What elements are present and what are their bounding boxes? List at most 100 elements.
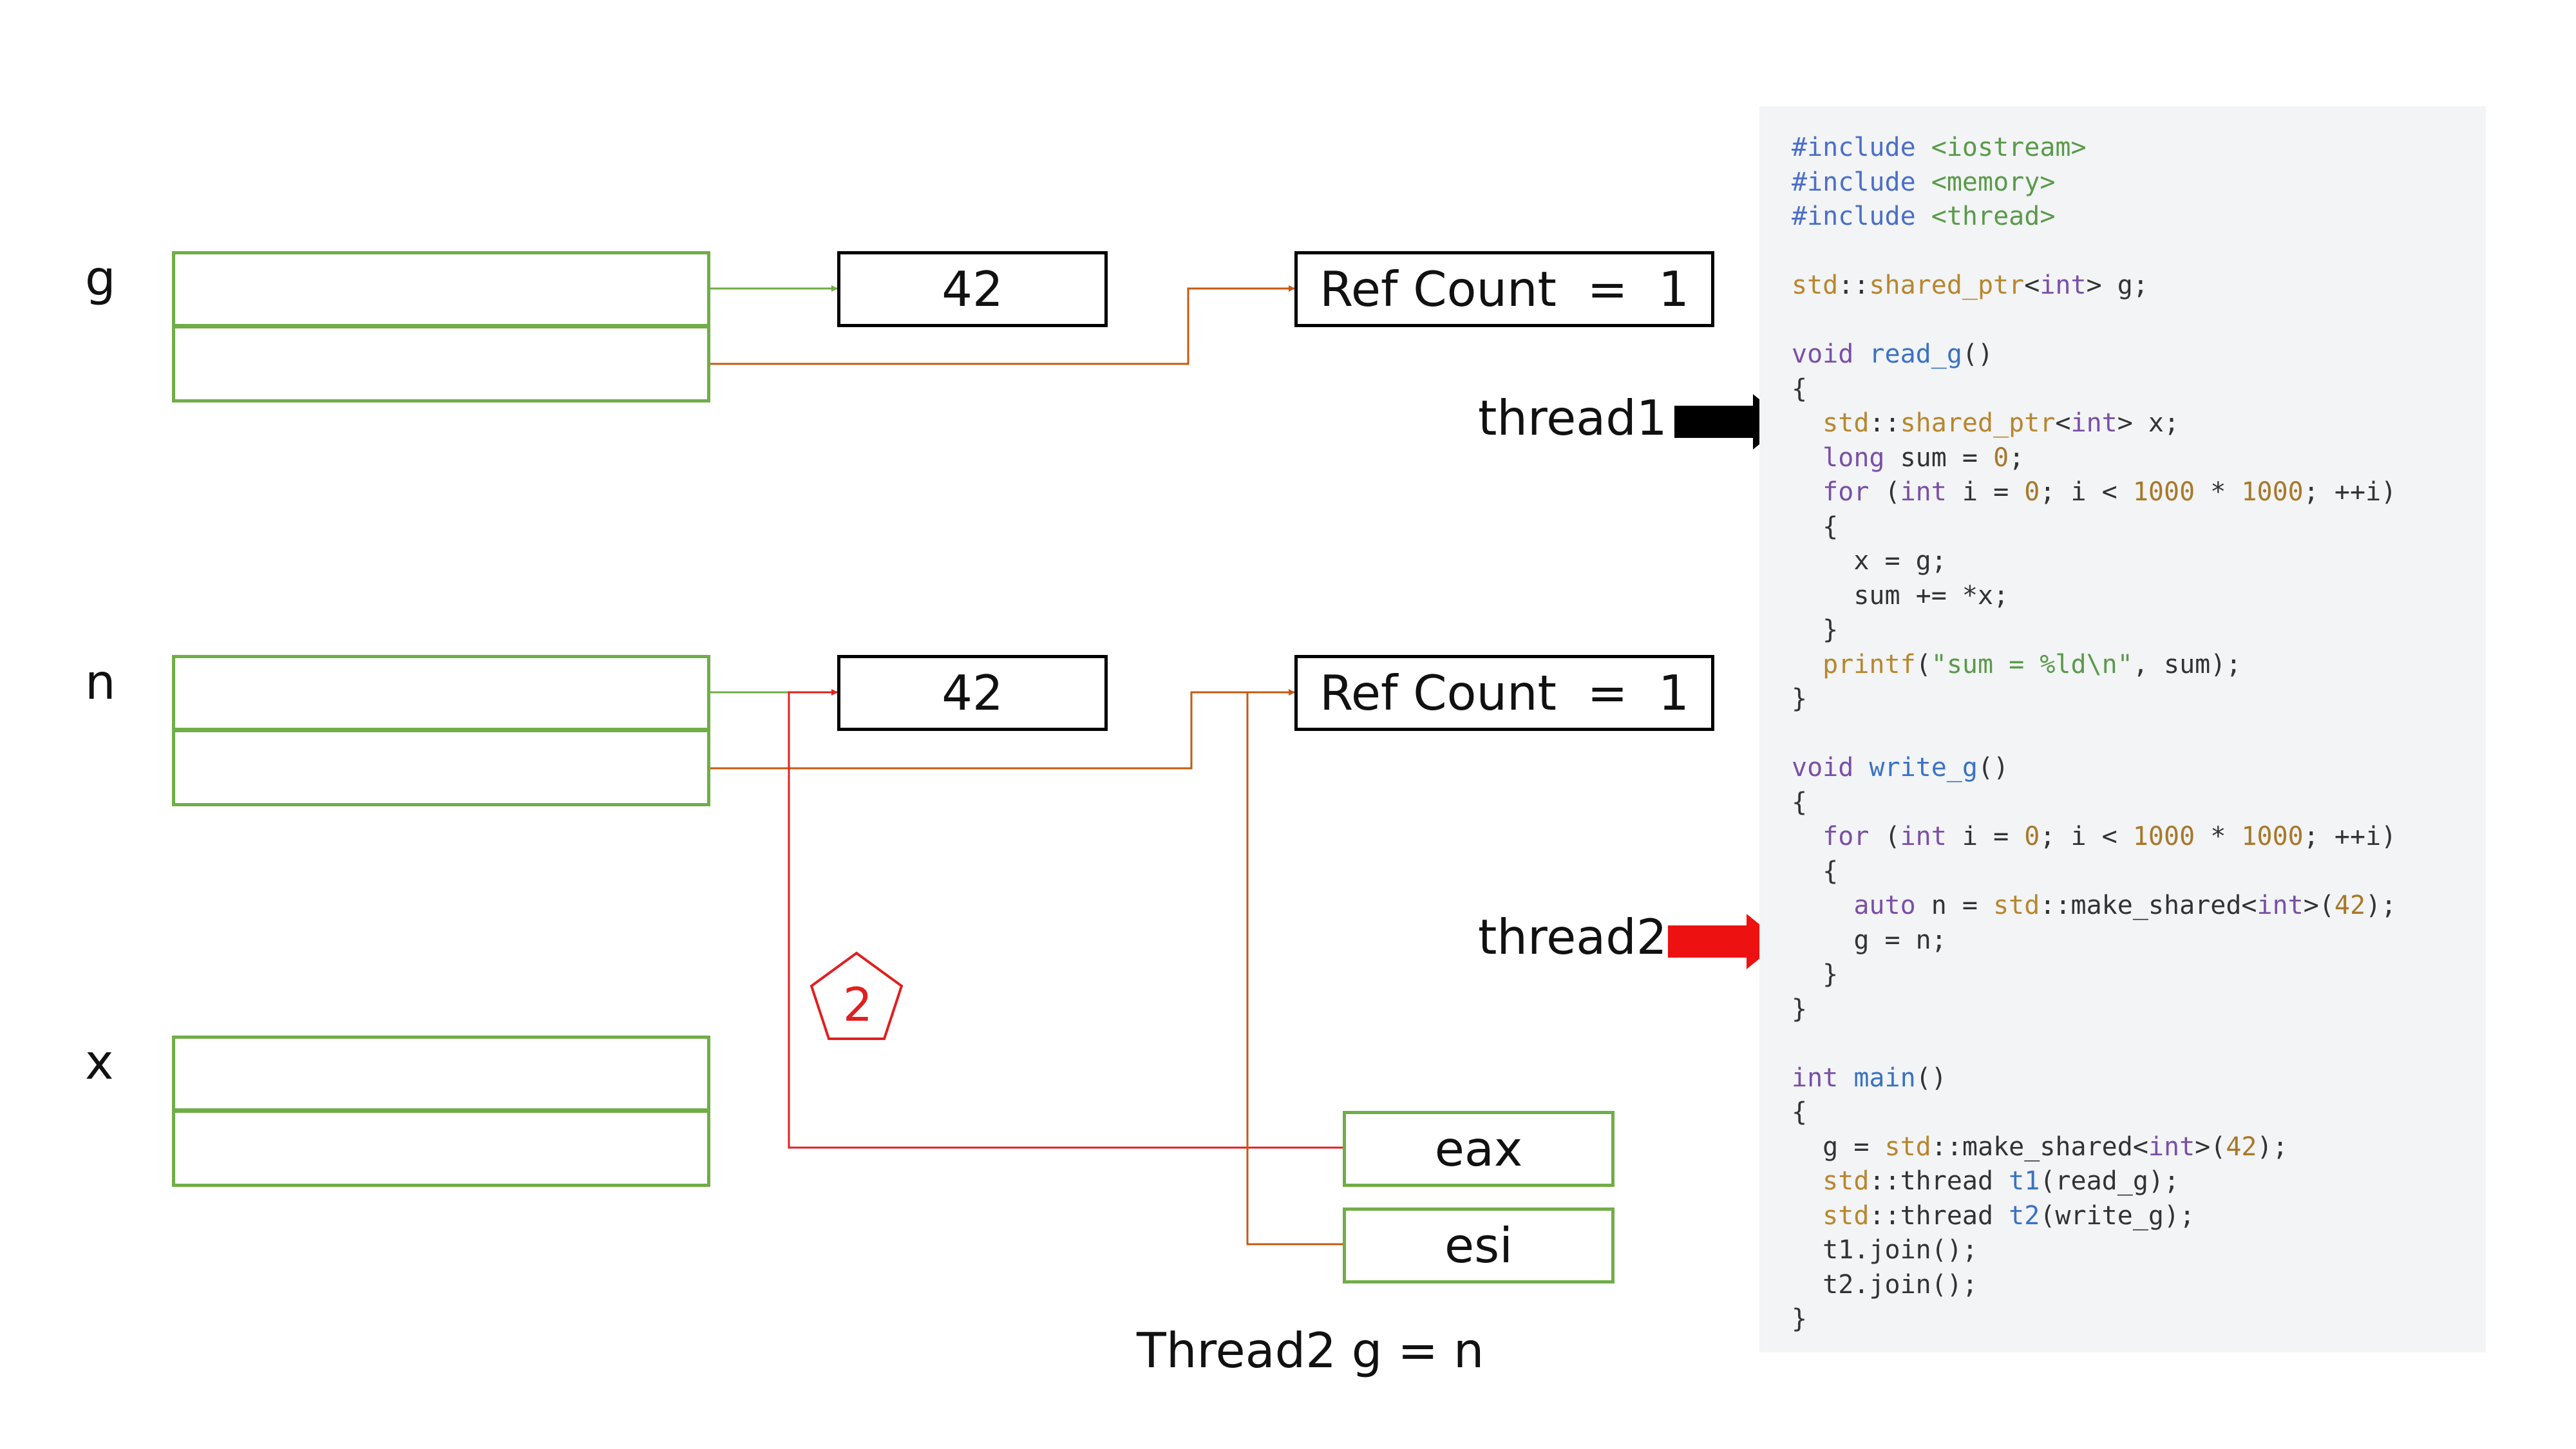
x-ptr-cell	[172, 1036, 710, 1112]
code-line: g = n;	[1792, 923, 2396, 958]
code-token: g = n;	[1792, 925, 1947, 955]
code-token: 0	[1993, 442, 2009, 473]
code-token: ()	[1978, 753, 2009, 782]
code-line: t2.join();	[1792, 1268, 2396, 1303]
x-ctrl-cell	[172, 1110, 710, 1187]
code-token: 1000	[2132, 822, 2195, 851]
code-line	[1792, 717, 2396, 752]
code-token: (write_g);	[2040, 1200, 2195, 1231]
code-token: ()	[1915, 1063, 1947, 1093]
code-token: long	[1823, 442, 1900, 473]
code-token: t2	[2009, 1200, 2040, 1231]
code-token: sum += *x;	[1792, 580, 2009, 611]
code-token: ;	[2009, 442, 2025, 473]
code-line: }	[1792, 613, 2396, 648]
code-token: ; ++i)	[2303, 822, 2397, 851]
code-line: std::thread t2(write_g);	[1792, 1199, 2396, 1234]
variable-label-g: g	[85, 250, 116, 307]
code-token: g =	[1792, 1132, 1885, 1162]
code-token: n =	[1931, 891, 1994, 920]
code-token: }	[1792, 994, 1808, 1024]
code-line: {	[1792, 510, 2396, 545]
code-token	[1792, 477, 1823, 507]
code-line: {	[1792, 1095, 2396, 1130]
code-token: *	[2195, 477, 2242, 507]
register-eax: eax	[1343, 1111, 1615, 1187]
code-token: 0	[2024, 822, 2040, 851]
code-line: }	[1792, 682, 2396, 717]
code-token: >(	[2303, 891, 2334, 920]
code-token: {	[1792, 1097, 1808, 1127]
g-ptr-cell	[172, 251, 710, 327]
thread1-arrow	[1674, 394, 1787, 450]
code-line: {	[1792, 855, 2396, 889]
code-token: sum =	[1900, 442, 1994, 473]
code-token	[1792, 1201, 1823, 1231]
code-token: 42	[2334, 891, 2366, 920]
code-token: write_g	[1869, 753, 1978, 782]
code-token: for	[1823, 477, 1885, 507]
code-token: <thread>	[1931, 202, 2056, 231]
code-token: (	[1884, 477, 1900, 507]
code-token: main	[1853, 1063, 1916, 1093]
code-token: ::	[1869, 408, 1900, 438]
code-token: std	[1884, 1132, 1931, 1162]
code-line: printf("sum = %ld\n", sum);	[1792, 648, 2396, 683]
code-token: ; i <	[2040, 477, 2133, 507]
code-line: sum += *x;	[1792, 579, 2396, 614]
code-token: x = g;	[1792, 546, 1947, 576]
code-token: std	[1823, 408, 1870, 438]
code-token: {	[1792, 511, 1839, 542]
code-token: ()	[1962, 339, 1994, 369]
code-line: t1.join();	[1792, 1233, 2396, 1268]
code-token: <	[2024, 270, 2040, 300]
code-token: ; i <	[2040, 822, 2133, 851]
code-line: for (int i = 0; i < 1000 * 1000; ++i)	[1792, 820, 2396, 855]
code-line: }	[1792, 1302, 2396, 1337]
code-token: ::make_shared<	[2040, 891, 2257, 920]
code-token: "sum = %ld\n"	[1931, 649, 2133, 679]
code-token: 1000	[2241, 477, 2304, 507]
code-token	[1792, 822, 1823, 851]
code-line: {	[1792, 786, 2396, 820]
code-token	[1792, 891, 1853, 920]
code-token: (	[1884, 822, 1900, 851]
code-token: 0	[2024, 477, 2040, 507]
code-token: std	[1792, 270, 1839, 300]
code-token: int	[2148, 1132, 2195, 1162]
code-token: {	[1792, 856, 1839, 886]
code-token: t2.join();	[1792, 1269, 1978, 1300]
code-token: 42	[2226, 1132, 2257, 1162]
code-line: #include <iostream>	[1792, 131, 2396, 166]
code-token: int	[1900, 477, 1962, 507]
thread1-label: thread1	[1478, 390, 1667, 446]
code-token: <	[2055, 408, 2071, 438]
variable-label-x: x	[85, 1034, 114, 1090]
code-token: #include	[1792, 167, 1931, 197]
code-token: ::thread	[1869, 1200, 2009, 1231]
register-esi: esi	[1343, 1208, 1615, 1283]
code-token: ; ++i)	[2303, 477, 2397, 507]
code-panel: #include <iostream>#include <memory>#inc…	[1759, 106, 2486, 1352]
code-token: }	[1792, 960, 1839, 989]
step-marker-number: 2	[843, 978, 873, 1032]
code-token: int	[1900, 822, 1962, 851]
code-line: {	[1792, 372, 2396, 407]
code-line: std::shared_ptr<int> g;	[1792, 269, 2396, 303]
code-token: std	[1823, 1166, 1870, 1196]
code-token: for	[1823, 822, 1885, 851]
code-token: void	[1792, 339, 1870, 369]
code-token: > x;	[2117, 408, 2180, 438]
code-line: x = g;	[1792, 544, 2396, 579]
code-token: printf	[1823, 649, 1916, 679]
code-token: > g;	[2086, 270, 2148, 300]
code-line: }	[1792, 992, 2396, 1027]
code-token: int	[2257, 891, 2304, 920]
code-token: auto	[1853, 891, 1931, 920]
code-token: shared_ptr	[1900, 408, 2056, 438]
code-token: (	[1915, 649, 1931, 679]
code-token: std	[1993, 891, 2040, 920]
code-line: void write_g()	[1792, 751, 2396, 786]
